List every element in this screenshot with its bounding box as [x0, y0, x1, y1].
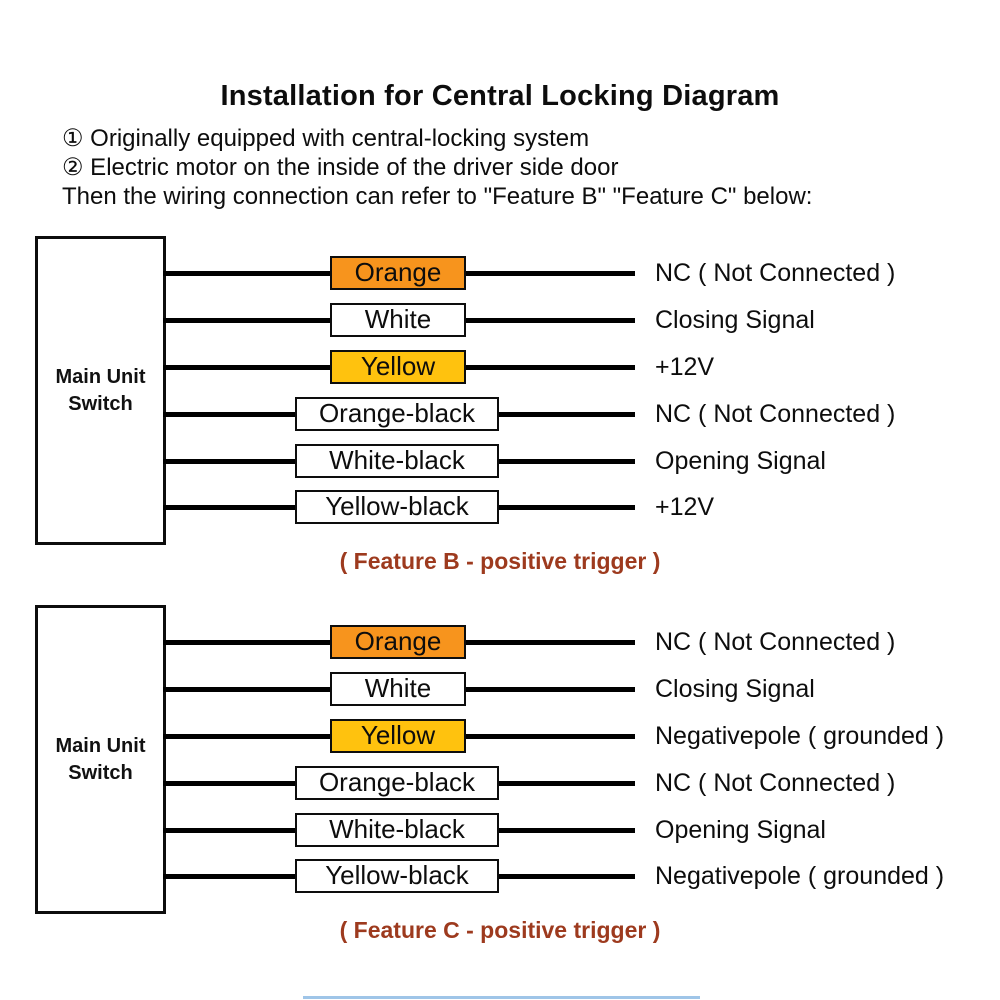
wire-row-orange-black: Orange-black NC ( Not Connected ) [0, 766, 1000, 800]
signal-label: Negativepole ( grounded ) [655, 722, 945, 750]
wire-label-box: Yellow-black [295, 490, 499, 524]
signal-label: Opening Signal [655, 816, 826, 844]
signal-label: +12V [655, 353, 715, 381]
signal-label: Closing Signal [655, 675, 815, 703]
signal-label: NC ( Not Connected ) [655, 628, 896, 656]
wire-label-box: Yellow [330, 719, 466, 753]
page-title: Installation for Central Locking Diagram [220, 80, 780, 112]
signal-label: NC ( Not Connected ) [655, 259, 896, 287]
signal-label: +12V [655, 493, 715, 521]
wire-row-white: White Closing Signal [0, 672, 1000, 706]
wire-row-yellow-black: Yellow-black +12V [0, 490, 1000, 524]
signal-label: Closing Signal [655, 306, 815, 334]
wire-label-box: White-black [295, 444, 499, 478]
wire-label-box: Orange-black [295, 397, 499, 431]
signal-label: Negativepole ( grounded ) [655, 862, 945, 890]
feature-c-diagram: Main Unit Switch Orange NC ( Not Connect… [0, 605, 1000, 965]
wire-label-box: Orange [330, 625, 466, 659]
wire-row-white-black: White-black Opening Signal [0, 444, 1000, 478]
note-line-3: Then the wiring connection can refer to … [62, 183, 813, 210]
bottom-divider-line [303, 996, 700, 999]
wire-row-yellow-black: Yellow-black Negativepole ( grounded ) [0, 859, 1000, 893]
feature-c-caption: ( Feature C - positive trigger ) [339, 917, 661, 943]
note-line-1: ① Originally equipped with central-locki… [62, 125, 590, 152]
wire-label-box: White [330, 672, 466, 706]
wire-row-white-black: White-black Opening Signal [0, 813, 1000, 847]
wire-label-box: White-black [295, 813, 499, 847]
wire-row-yellow: Yellow +12V [0, 350, 1000, 384]
wire-row-orange-black: Orange-black NC ( Not Connected ) [0, 397, 1000, 431]
wire-label-box: Yellow-black [295, 859, 499, 893]
signal-label: NC ( Not Connected ) [655, 769, 896, 797]
feature-b-caption: ( Feature B - positive trigger ) [339, 548, 661, 574]
wire-row-orange: Orange NC ( Not Connected ) [0, 256, 1000, 290]
signal-label: Opening Signal [655, 447, 826, 475]
signal-label: NC ( Not Connected ) [655, 400, 896, 428]
wire-label-box: Orange [330, 256, 466, 290]
main-unit-switch-box: Main Unit Switch [35, 236, 166, 545]
wire-row-white: White Closing Signal [0, 303, 1000, 337]
wire-label-box: Yellow [330, 350, 466, 384]
wire-label-box: White [330, 303, 466, 337]
main-unit-switch-box: Main Unit Switch [35, 605, 166, 914]
wire-row-orange: Orange NC ( Not Connected ) [0, 625, 1000, 659]
note-line-2: ② Electric motor on the inside of the dr… [62, 154, 619, 181]
wire-row-yellow: Yellow Negativepole ( grounded ) [0, 719, 1000, 753]
wire-label-box: Orange-black [295, 766, 499, 800]
instruction-notes: ① Originally equipped with central-locki… [62, 124, 812, 211]
feature-b-diagram: Main Unit Switch Orange NC ( Not Connect… [0, 236, 1000, 596]
